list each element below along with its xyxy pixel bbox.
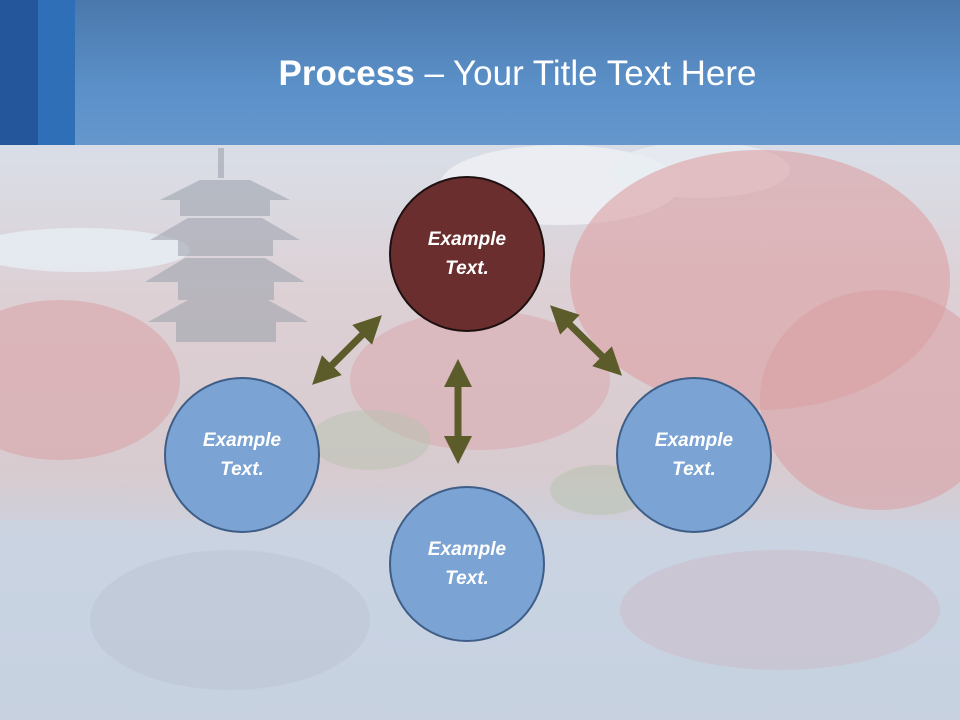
double-arrow-diagonal-icon[interactable] (550, 305, 622, 376)
accent-stripe-dark (0, 0, 38, 145)
left-process-circle[interactable]: Example Text. (164, 377, 320, 533)
title-bold-text: Process (278, 54, 415, 93)
top-circle-label: Example Text. (427, 229, 507, 279)
bottom-circle-label: Example Text. (427, 539, 507, 589)
double-arrow-diagonal-icon[interactable] (312, 315, 382, 385)
left-circle-label: Example Text. (202, 430, 282, 480)
accent-stripe-light (38, 0, 75, 145)
title-bar: Process – Your Title Text Here (0, 0, 960, 145)
bottom-process-circle[interactable]: Example Text. (389, 486, 545, 642)
slide-title[interactable]: Process – Your Title Text Here (75, 52, 960, 96)
title-rest-text: – Your Title Text Here (414, 54, 757, 93)
right-process-circle[interactable]: Example Text. (616, 377, 772, 533)
top-process-circle[interactable]: Example Text. (389, 176, 545, 332)
pagoda-silhouette (145, 148, 308, 342)
right-circle-label: Example Text. (654, 430, 734, 480)
